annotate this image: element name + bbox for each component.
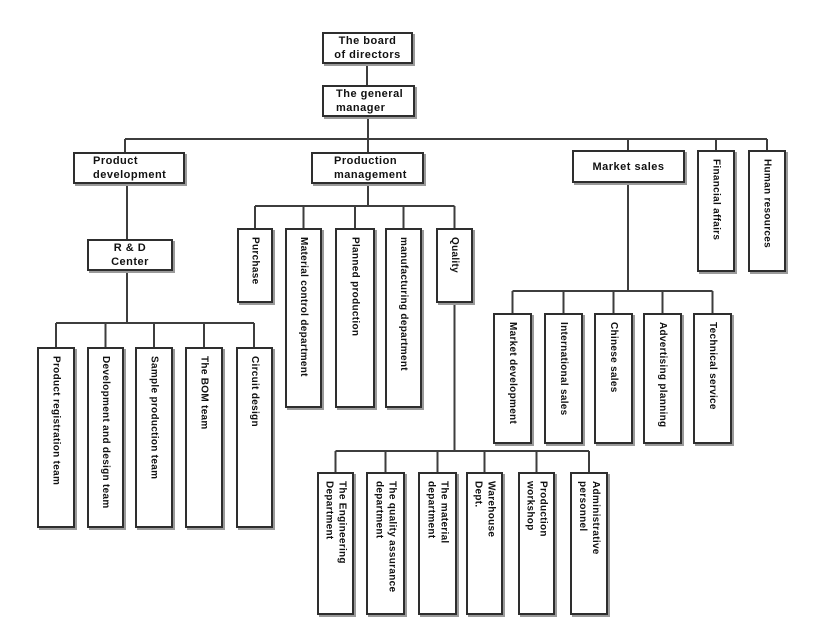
node-label: The board of directors bbox=[334, 35, 401, 61]
org-node-production-workshop: Production workshop bbox=[518, 472, 555, 615]
org-node-sample-production-team: Sample production team bbox=[135, 347, 173, 528]
node-label: Circuit design bbox=[249, 356, 260, 427]
org-node-product-development: Product development bbox=[73, 152, 185, 184]
org-node-manufacturing-department: manufacturing department bbox=[385, 228, 422, 408]
org-node-purchase: Purchase bbox=[237, 228, 273, 303]
node-label: Production workshop bbox=[524, 481, 549, 537]
node-label: Material control department bbox=[298, 237, 309, 377]
org-node-quality: Quality bbox=[436, 228, 473, 303]
org-node-general-manager: The general manager bbox=[322, 85, 415, 117]
node-label: Planned production bbox=[349, 237, 361, 337]
node-label: Sample production team bbox=[148, 356, 160, 480]
org-node-development-design-team: Development and design team bbox=[87, 347, 124, 528]
node-label: Chinese sales bbox=[608, 322, 619, 393]
org-node-administrative-personnel: Administrative personnel bbox=[570, 472, 608, 615]
node-label: Development and design team bbox=[100, 356, 111, 509]
node-label: Advertising planning bbox=[657, 322, 668, 428]
org-node-planned-production: Planned production bbox=[335, 228, 375, 408]
org-node-material-department: The material department bbox=[418, 472, 457, 615]
node-label: R & D Center bbox=[111, 242, 149, 268]
node-label: Product registration team bbox=[50, 356, 62, 486]
org-node-engineering-department: The Engineering Department bbox=[317, 472, 354, 615]
org-node-quality-assurance-department: The quality assurance department bbox=[366, 472, 405, 615]
node-label: The BOM team bbox=[198, 356, 210, 430]
org-node-warehouse-dept: Warehouse Dept. bbox=[466, 472, 503, 615]
org-node-rd-center: R & D Center bbox=[87, 239, 173, 271]
node-label: Production management bbox=[334, 155, 407, 181]
node-label: Market sales bbox=[592, 160, 665, 173]
node-label: Quality bbox=[449, 237, 460, 273]
org-node-board-of-directors: The board of directors bbox=[322, 32, 413, 64]
node-label: The Engineering Department bbox=[323, 481, 348, 564]
org-node-product-registration-team: Product registration team bbox=[37, 347, 75, 528]
node-label: Administrative personnel bbox=[577, 481, 601, 555]
org-node-market-sales: Market sales bbox=[572, 150, 685, 183]
node-label: The general manager bbox=[336, 88, 404, 114]
node-label: Product development bbox=[93, 155, 167, 181]
org-node-human-resources: Human resources bbox=[748, 150, 786, 272]
node-label: Purchase bbox=[249, 237, 261, 285]
node-label: Financial affairs bbox=[710, 159, 722, 241]
node-label: The material department bbox=[425, 481, 450, 544]
org-node-material-control-department: Material control department bbox=[285, 228, 322, 408]
node-label: Human resources bbox=[761, 159, 773, 248]
org-node-production-management: Production management bbox=[311, 152, 424, 184]
node-label: International sales bbox=[558, 322, 569, 416]
org-node-chinese-sales: Chinese sales bbox=[594, 313, 633, 444]
node-label: Warehouse Dept. bbox=[472, 481, 497, 538]
node-label: The quality assurance department bbox=[373, 481, 398, 593]
node-label: Market development bbox=[507, 322, 518, 425]
node-label: Technical service bbox=[707, 322, 718, 410]
org-node-financial-affairs: Financial affairs bbox=[697, 150, 735, 272]
org-node-bom-team: The BOM team bbox=[185, 347, 223, 528]
org-node-advertising-planning: Advertising planning bbox=[643, 313, 682, 444]
node-label: manufacturing department bbox=[398, 237, 409, 371]
org-node-international-sales: International sales bbox=[544, 313, 583, 444]
org-node-market-development: Market development bbox=[493, 313, 532, 444]
org-node-technical-service: Technical service bbox=[693, 313, 732, 444]
org-node-circuit-design: Circuit design bbox=[236, 347, 273, 528]
